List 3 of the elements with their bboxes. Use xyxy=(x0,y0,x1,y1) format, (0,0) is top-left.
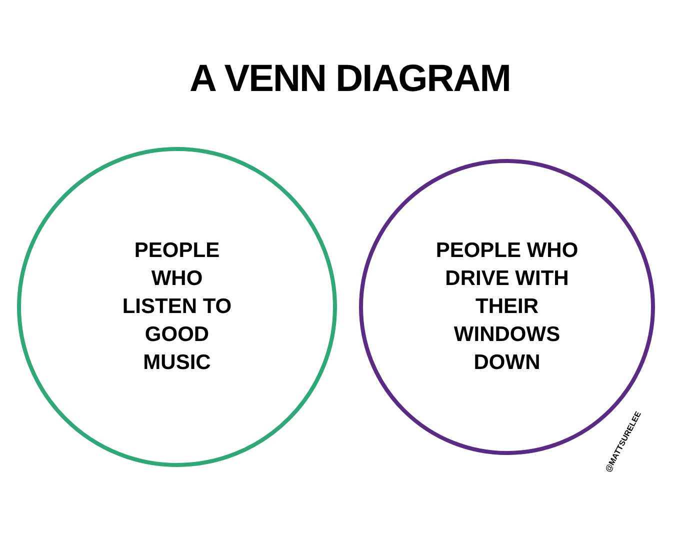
circle-label: PEOPLE WHO DRIVE WITH THEIR WINDOWS DOWN xyxy=(434,238,580,376)
circle-label: PEOPLE WHO LISTEN TO GOOD MUSIC xyxy=(121,238,233,376)
title: A VENN DIAGRAM xyxy=(188,60,512,98)
